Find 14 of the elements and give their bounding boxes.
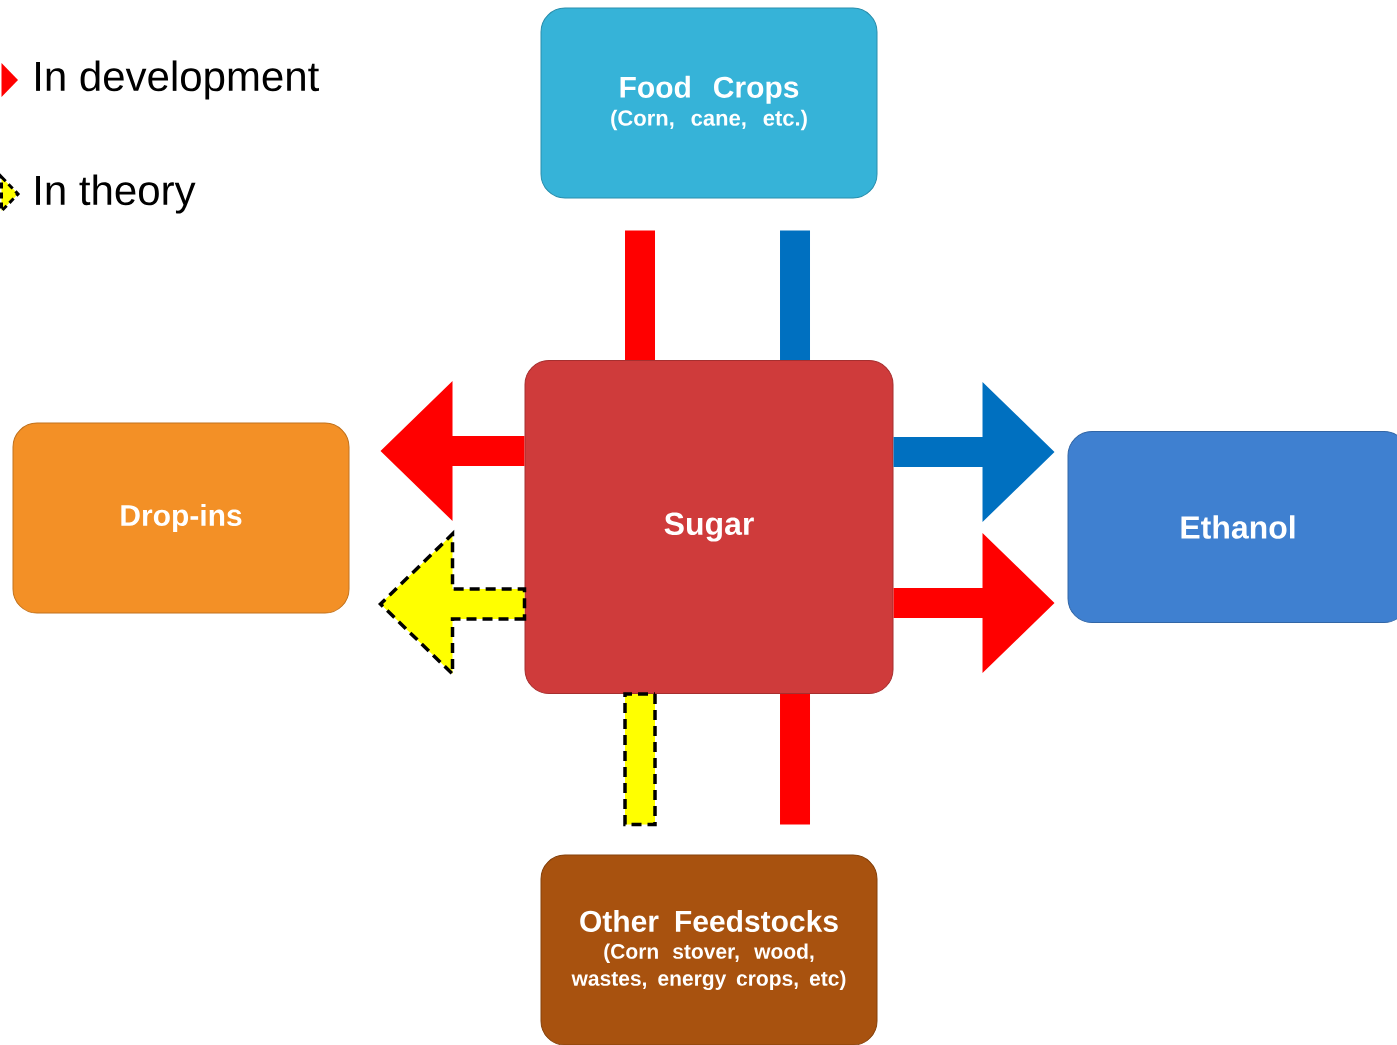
arrow (893, 382, 1055, 522)
process-box: Sugar (524, 360, 894, 694)
arrow (380, 381, 525, 521)
legend-text: In theory (36, 174, 196, 214)
process-box: Other Feedstocks (Corn stover, wood, wastes, energy crops, etc) (540, 854, 878, 1045)
connector-bar (623, 692, 657, 827)
legend-text: In development (36, 60, 319, 100)
process-box: Food Crops (Corn, cane, etc.) (540, 7, 878, 199)
arrow (893, 533, 1055, 673)
connector-bar (625, 230, 655, 360)
process-box: Drop-ins (12, 422, 350, 614)
connector-bar (780, 230, 810, 360)
connector-bar (780, 694, 810, 825)
process-box: Ethanol (1067, 431, 1397, 623)
